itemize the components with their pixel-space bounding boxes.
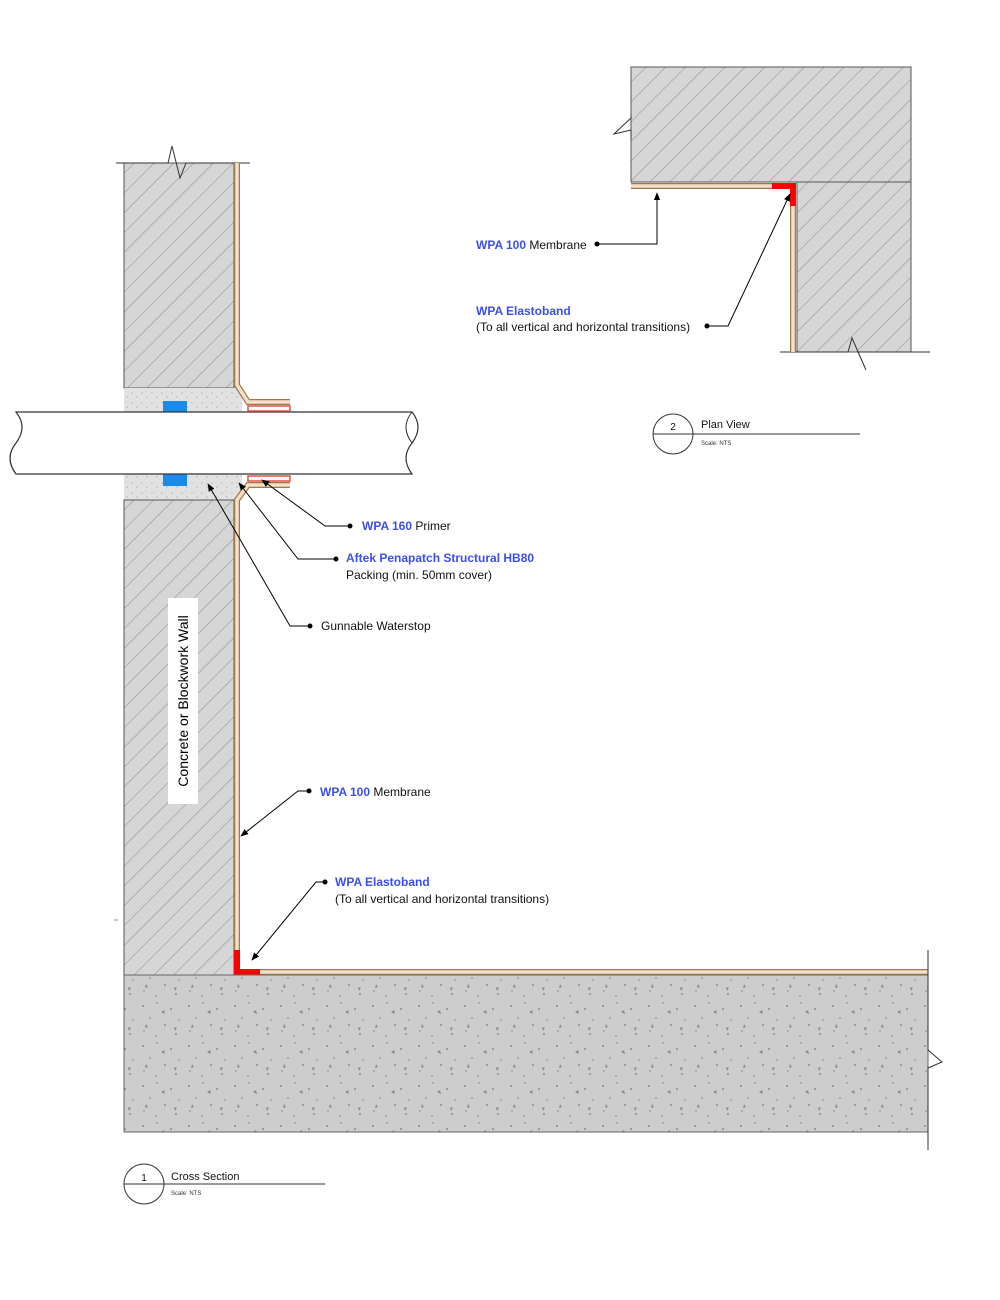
callout-elastoband-section-text: (To all vertical and horizontal transiti…: [335, 892, 549, 906]
slab-break-mark: [927, 950, 943, 1150]
primer-bottom: [247, 475, 291, 482]
title-number-1: 1: [141, 1173, 147, 1184]
primer-top: [247, 405, 291, 412]
title-block-cross-section: 1 Cross Section Scale: NTS: [123, 1163, 325, 1205]
callout-packing-text: Packing (min. 50mm cover): [346, 568, 492, 582]
plan-view-leaders: [594, 192, 791, 329]
wall-label: Concrete or Blockwork Wall: [175, 615, 191, 786]
wall-break-mark: [116, 145, 250, 180]
callout-membrane-section: WPA 100 Membrane: [320, 785, 431, 799]
wall-upper: [123, 162, 235, 389]
title-number-2: 2: [670, 422, 676, 433]
scale-plan-view: Scale: NTS: [701, 441, 731, 447]
cross-section-drawing: Concrete or Blockwork Wall: [9, 145, 943, 1150]
plan-wall-right: [796, 181, 912, 353]
callout-membrane-plan: WPA 100 Membrane: [476, 238, 587, 252]
waterstop-top: [163, 401, 187, 413]
membrane-upper: [234, 163, 290, 405]
plan-elastoband-corner: [772, 183, 796, 206]
plan-break-bottom: [780, 336, 930, 371]
callout-primer: WPA 160 Primer: [362, 519, 451, 533]
callout-elastoband-plan-text: (To all vertical and horizontal transiti…: [476, 320, 690, 334]
title-cross-section: Cross Section: [171, 1171, 239, 1183]
scale-cross-section: Scale: NTS: [171, 1191, 201, 1197]
title-plan-view: Plan View: [701, 419, 750, 431]
waterstop-bottom: [163, 474, 187, 486]
title-block-plan-view: 2 Plan View Scale: NTS: [652, 413, 860, 455]
elastoband-corner: [234, 950, 260, 975]
callout-packing-product: Aftek Penapatch Structural HB80: [346, 551, 534, 565]
pipe: [9, 411, 419, 475]
wall-label-box: [168, 598, 198, 804]
plan-view-drawing: [612, 66, 930, 371]
callout-waterstop: Gunnable Waterstop: [321, 619, 431, 633]
floor-slab: [123, 974, 929, 1133]
cross-section-leaders: [207, 479, 353, 961]
callout-elastoband-section-product: WPA Elastoband: [335, 875, 430, 889]
callout-elastoband-plan-product: WPA Elastoband: [476, 304, 571, 318]
plan-wall-top: [630, 66, 912, 183]
plan-break-left: [612, 115, 632, 140]
